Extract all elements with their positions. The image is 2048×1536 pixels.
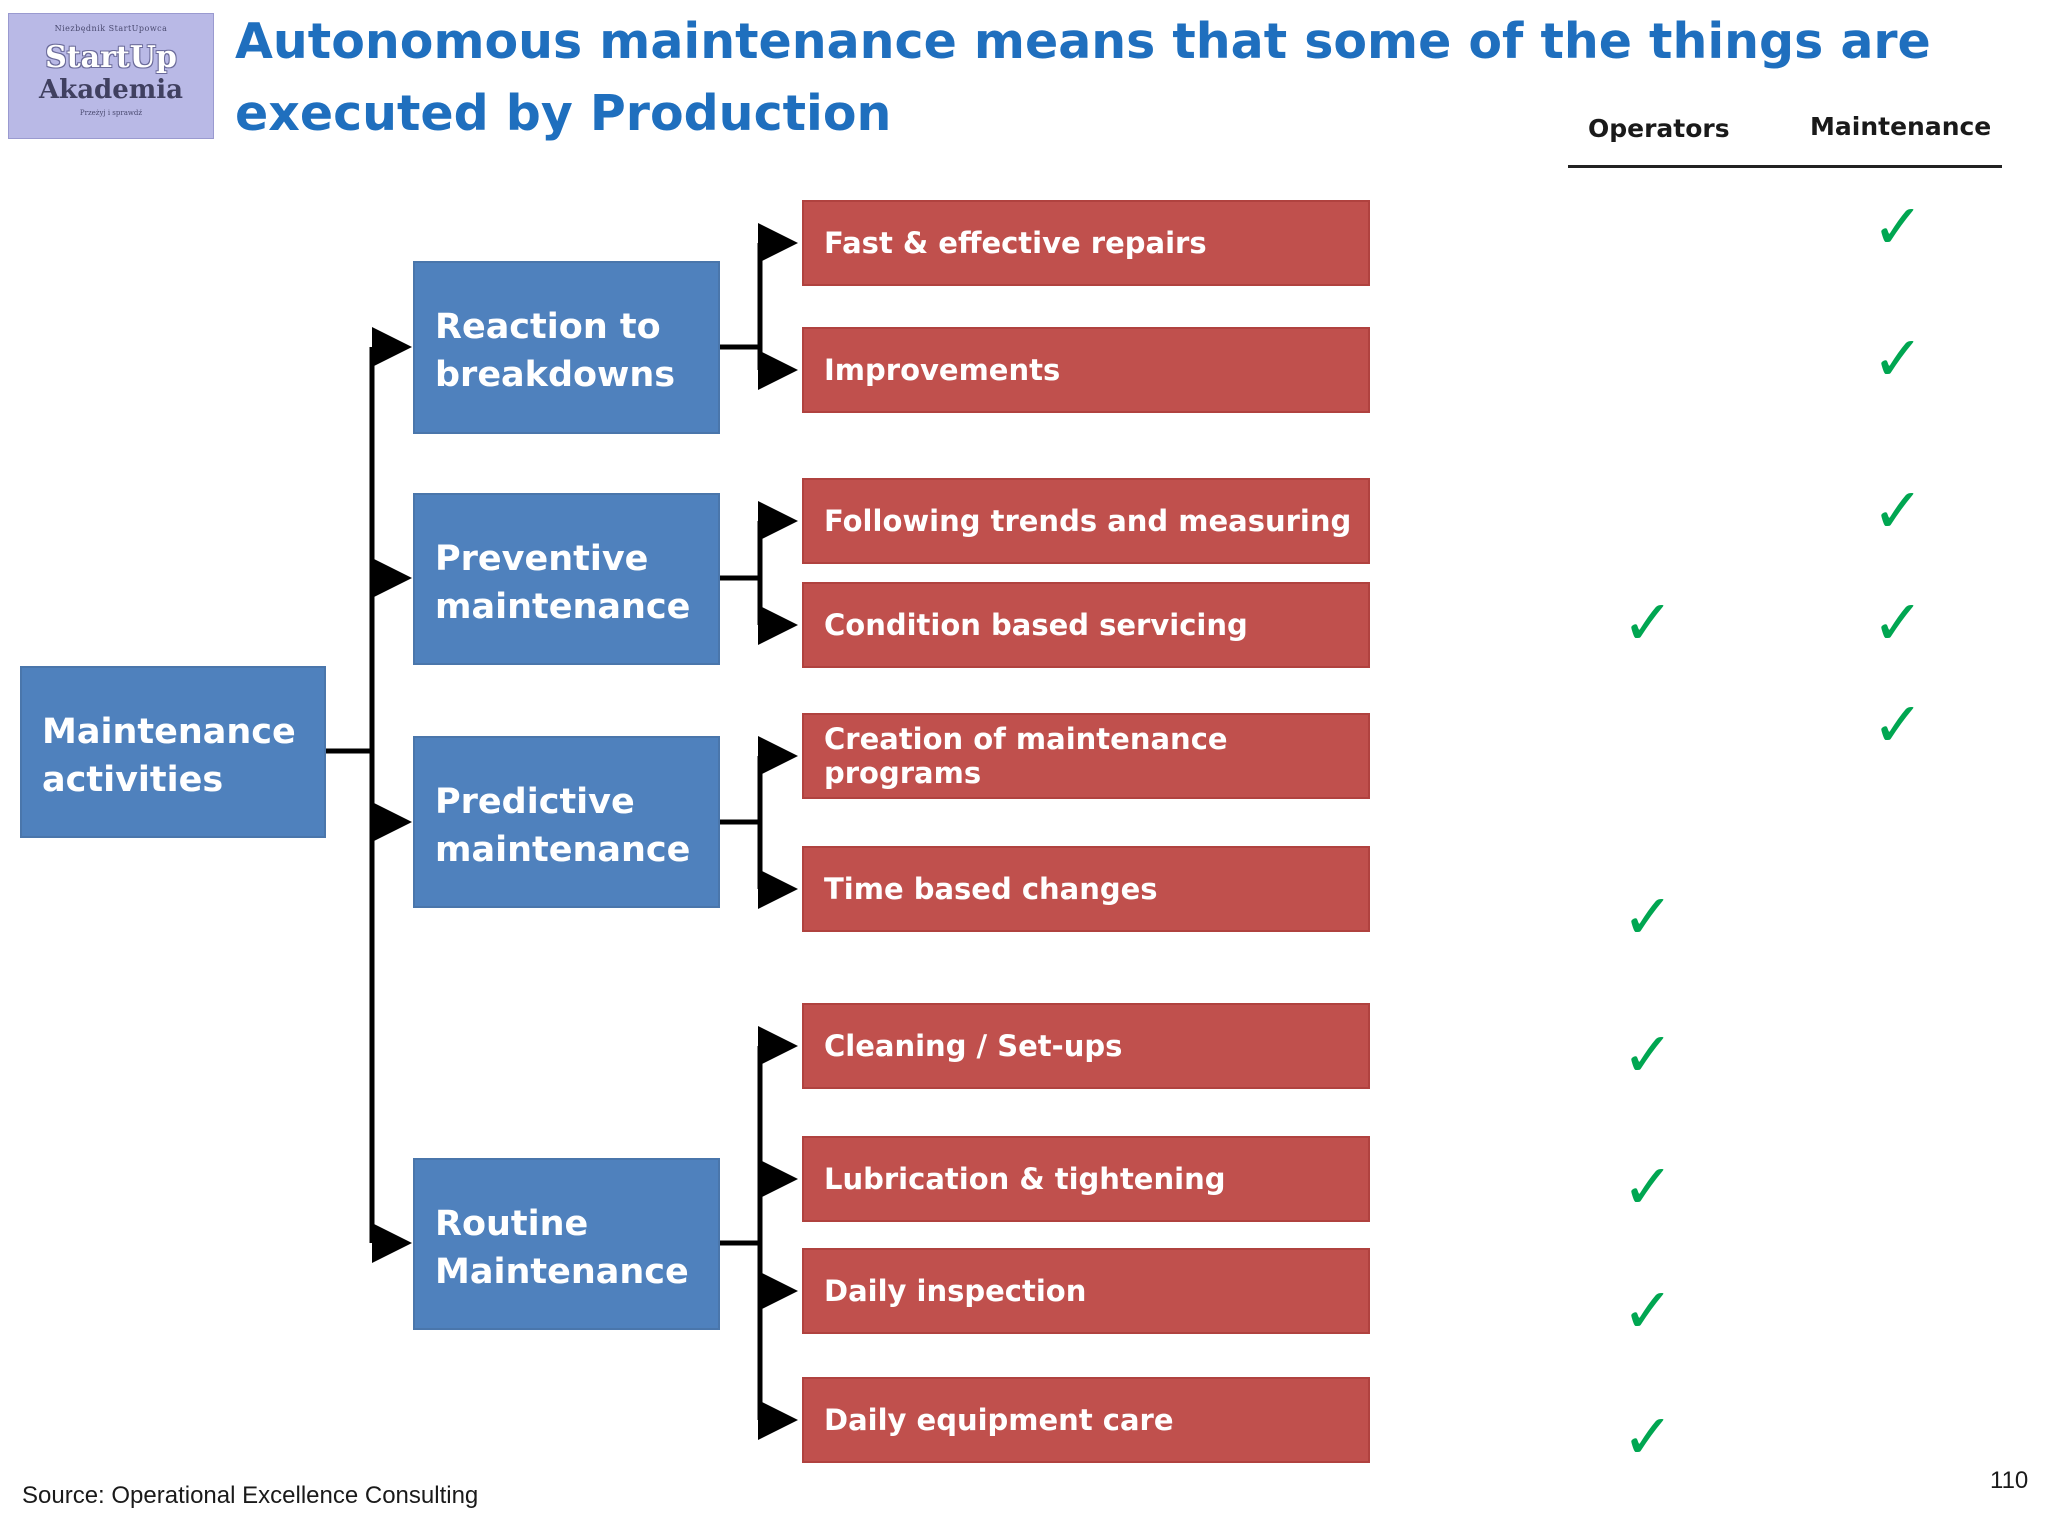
activity-label: Daily inspection [824,1274,1087,1308]
activity-label: Following trends and measuring [824,504,1352,538]
activity-box: Lubrication & tightening [802,1136,1370,1222]
category-box-reaction: Reaction to breakdowns [413,261,720,434]
operators-check-icon: ✓ [1622,880,1674,953]
logo-line2: Akademia [39,75,183,105]
maintenance-check-icon: ✓ [1872,190,1924,263]
activity-box: Creation of maintenance programs [802,713,1370,799]
activity-box: Improvements [802,327,1370,413]
activity-box: Following trends and measuring [802,478,1370,564]
activity-box: Daily inspection [802,1248,1370,1334]
operators-check-icon: ✓ [1622,586,1674,659]
activity-box: Condition based servicing [802,582,1370,668]
slide-title: Autonomous maintenance means that some o… [235,13,1931,142]
source-note: Source: Operational Excellence Consultin… [22,1482,479,1509]
activity-label: Daily equipment care [824,1403,1174,1437]
operators-column-header: Operators [1588,114,1730,143]
maintenance-column-header: Maintenance [1810,112,1992,141]
category-label: Preventive maintenance [435,539,691,627]
category-box-routine: Routine Maintenance [413,1158,720,1330]
operators-check-icon: ✓ [1622,1274,1674,1347]
page-number: 110 [1990,1467,2029,1494]
logo-line1: StartUp [45,40,177,75]
activity-label: Cleaning / Set-ups [824,1029,1123,1063]
category-label: Routine Maintenance [435,1204,689,1292]
root-label: Maintenance activities [42,712,296,800]
activity-box: Daily equipment care [802,1377,1370,1463]
logo-top-text: Niezbędnik StartUpowca [54,24,168,33]
maintenance-check-icon: ✓ [1872,322,1924,395]
activity-label: Creation of maintenance programs [824,722,1228,790]
root-box-maintenance-activities: Maintenance activities [20,666,326,838]
operators-check-icon: ✓ [1622,1400,1674,1473]
header-rule [1568,165,2002,168]
activity-label: Time based changes [824,872,1158,906]
maintenance-check-icon: ✓ [1872,586,1924,659]
operators-check-icon: ✓ [1622,1150,1674,1223]
category-box-preventive: Preventive maintenance [413,493,720,665]
activity-box: Cleaning / Set-ups [802,1003,1370,1089]
maintenance-check-icon: ✓ [1872,474,1924,547]
category-box-predictive: Predictive maintenance [413,736,720,908]
activity-label: Fast & effective repairs [824,226,1207,260]
logo-bottom-text: Przeżyj i sprawdź [79,109,143,117]
activity-box: Fast & effective repairs [802,200,1370,286]
category-label: Reaction to breakdowns [435,307,676,395]
startup-akademia-logo: Niezbędnik StartUpowca StartUp Akademia … [8,13,214,139]
operators-check-icon: ✓ [1622,1018,1674,1091]
maintenance-check-icon: ✓ [1872,688,1924,761]
category-label: Predictive maintenance [435,782,691,870]
activity-label: Improvements [824,353,1061,387]
activity-label: Condition based servicing [824,608,1248,642]
activity-box: Time based changes [802,846,1370,932]
activity-label: Lubrication & tightening [824,1162,1226,1196]
